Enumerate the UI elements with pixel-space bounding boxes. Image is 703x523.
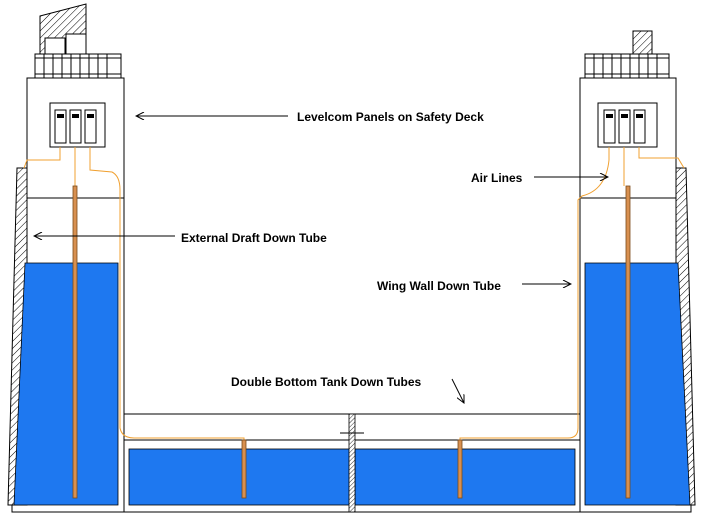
centre-bulkhead: [348, 413, 356, 513]
callout-arrows: [34, 116, 608, 403]
external-draft-tube: [72, 185, 78, 499]
double-bottom-tube-right: [457, 439, 463, 499]
label-air-lines: Air Lines: [471, 171, 523, 185]
left-levelcom-panels: [54, 109, 97, 144]
down-tubes: [72, 185, 631, 499]
label-levelcom-panels: Levelcom Panels on Safety Deck: [297, 110, 484, 124]
left-wall-water: [13, 262, 119, 506]
left-tower-ribs: [35, 54, 121, 78]
label-external-draft-tube: External Draft Down Tube: [181, 231, 327, 245]
right-levelcom-panels: [603, 109, 646, 144]
pontoon-water-left: [128, 448, 351, 506]
pontoon-water-right: [354, 448, 576, 506]
right-wing-wall: [579, 30, 696, 513]
double-bottom-tube-left: [241, 439, 247, 499]
arrow-icon: [451, 378, 464, 403]
wing-wall-tube: [625, 185, 631, 499]
right-wall-water: [584, 262, 691, 506]
right-winch-housing: [632, 30, 653, 55]
left-wing-wall: [7, 3, 125, 513]
left-winch-drum: [44, 37, 66, 55]
left-winch-box: [65, 33, 87, 55]
right-tower-ribs: [585, 54, 669, 78]
pontoon: [123, 413, 581, 513]
label-double-bottom-tubes: Double Bottom Tank Down Tubes: [231, 375, 422, 389]
labels: Levelcom Panels on Safety Deck Air Lines…: [181, 110, 523, 389]
label-wing-wall-tube: Wing Wall Down Tube: [377, 279, 501, 293]
